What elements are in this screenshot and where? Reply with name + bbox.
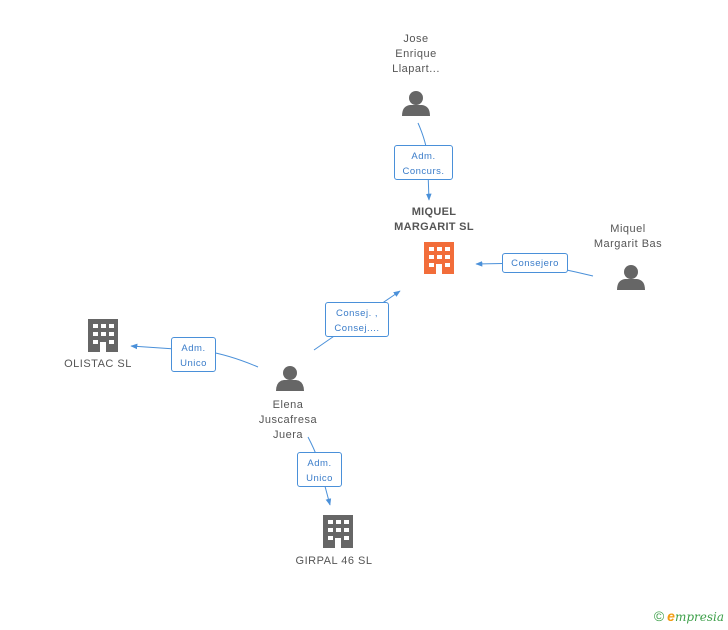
edge-label-line: Unico xyxy=(180,358,207,369)
edge-label-line: Concurs. xyxy=(402,166,445,177)
building-icon-girpal[interactable] xyxy=(323,515,353,548)
building-icon-olistac[interactable] xyxy=(88,319,118,352)
node-label-line: Margarit Bas xyxy=(593,238,663,250)
node-label-olistac[interactable]: OLISTAC SL xyxy=(48,357,148,372)
node-label-line: Juera xyxy=(272,429,304,441)
building-icon-main[interactable] xyxy=(424,242,454,274)
node-label-line: OLISTAC SL xyxy=(64,358,132,370)
brand-logo-text: mpresia xyxy=(674,610,724,624)
node-label-line: MARGARIT SL xyxy=(394,221,474,233)
copyright-symbol: © xyxy=(653,608,665,624)
node-label-line: Jose xyxy=(403,33,429,45)
node-label-jose[interactable]: Jose Enrique Llapart... xyxy=(366,32,466,77)
edge-label-line: Consejero xyxy=(511,258,559,269)
edge-label-line: Adm. xyxy=(181,343,206,354)
edge-label-line: Consej. , xyxy=(336,308,378,319)
node-label-elena[interactable]: Elena Juscafresa Juera xyxy=(238,398,338,443)
node-label-line: Miquel xyxy=(610,223,646,235)
node-label-miquel[interactable]: Miquel Margarit Bas xyxy=(578,222,678,252)
edge-label-line: Adm. xyxy=(307,458,332,469)
node-label-line: Enrique xyxy=(395,48,437,60)
edge-label-line: Unico xyxy=(306,473,333,484)
edge-label-elena-olistac[interactable]: Adm. Unico xyxy=(171,337,216,372)
footer-brand: ©empresia xyxy=(654,608,724,624)
person-icon-elena[interactable] xyxy=(276,366,304,391)
node-label-main-company[interactable]: MIQUEL MARGARIT SL xyxy=(374,205,494,235)
node-label-line: MIQUEL xyxy=(411,206,457,218)
node-label-line: Llapart... xyxy=(392,63,440,75)
edge-label-jose-main[interactable]: Adm. Concurs. xyxy=(394,145,453,180)
edge-label-elena-girpal[interactable]: Adm. Unico xyxy=(297,452,342,487)
edge-label-line: Adm. xyxy=(411,151,436,162)
node-label-line: GIRPAL 46 SL xyxy=(295,555,373,567)
person-icon-jose[interactable] xyxy=(402,91,430,116)
edge-label-miquel-main[interactable]: Consejero xyxy=(502,253,568,273)
node-label-line: Elena xyxy=(272,399,304,411)
person-icon-miquel[interactable] xyxy=(617,265,645,290)
edge-label-elena-main[interactable]: Consej. , Consej.... xyxy=(325,302,389,337)
node-label-girpal[interactable]: GIRPAL 46 SL xyxy=(278,554,390,569)
node-label-line: Juscafresa xyxy=(258,414,318,426)
brand-logo-letter: e xyxy=(667,608,675,624)
edge-label-line: Consej.... xyxy=(334,323,380,334)
